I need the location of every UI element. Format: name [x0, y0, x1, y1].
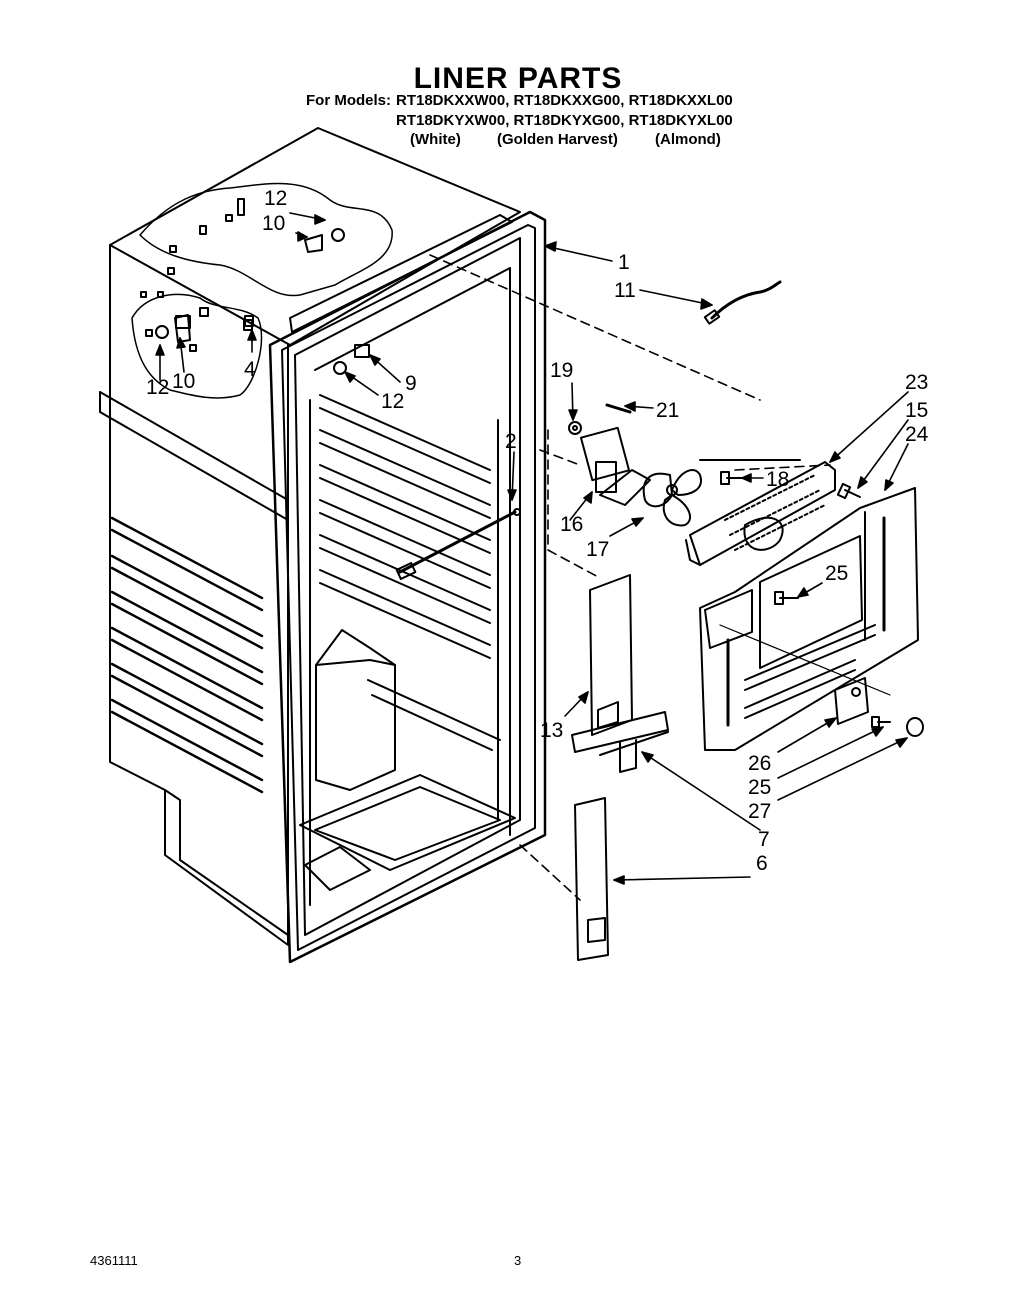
- callout-18: 18: [766, 468, 789, 491]
- page-title: LINER PARTS: [413, 62, 623, 95]
- models-row-2: RT18DKYXW00, RT18DKYXG00, RT18DKYXL00: [396, 112, 733, 129]
- callout-6: 6: [756, 852, 768, 875]
- assembly-lines: [429, 254, 831, 901]
- duct-panel-13: [589, 574, 633, 736]
- callout-9: 9: [405, 372, 417, 395]
- callout-25-lower: 25: [748, 776, 771, 799]
- screw-25-upper: [774, 591, 799, 605]
- callout-12-top: 12: [264, 187, 287, 210]
- callout-19: 19: [550, 359, 573, 382]
- callout-25-upper: 25: [825, 562, 848, 585]
- callout-27: 27: [748, 800, 771, 823]
- screw-18: [720, 471, 743, 485]
- part-11-wire: [703, 280, 782, 325]
- callout-4: 4: [244, 358, 256, 381]
- inner-liner: [299, 267, 516, 906]
- baffle-7: [571, 711, 669, 773]
- callout-16: 16: [560, 513, 583, 536]
- callout-2: 2: [505, 430, 517, 453]
- color-white: (White): [410, 131, 461, 148]
- callout-24: 24: [905, 423, 929, 446]
- callout-17: 17: [586, 538, 609, 561]
- evaporator-cover: [699, 487, 919, 751]
- callout-1: 1: [618, 251, 630, 274]
- fan-shroud: [685, 459, 836, 566]
- callout-12-left: 12: [146, 376, 169, 399]
- fan-blade: [642, 469, 702, 527]
- callout-10-left: 10: [172, 370, 195, 393]
- leader-lines: [155, 212, 909, 885]
- cabinet-hardware: [155, 228, 370, 375]
- color-golden-harvest: (Golden Harvest): [497, 131, 618, 148]
- part-2-probe: [395, 508, 521, 580]
- side-vent-slats: [110, 516, 264, 794]
- callout-12-mid: 12: [381, 390, 404, 413]
- color-almond: (Almond): [655, 131, 721, 148]
- fan-motor-assembly: [568, 403, 651, 506]
- callout-21: 21: [656, 399, 679, 422]
- liner-flange: [268, 210, 547, 964]
- models-row-1: RT18DKXXW00, RT18DKXXG00, RT18DKXXL00: [396, 92, 733, 109]
- models-label: For Models:: [306, 92, 391, 109]
- callout-15: 15: [905, 399, 928, 422]
- callout-7: 7: [758, 828, 770, 851]
- callout-10-top: 10: [262, 212, 285, 235]
- callout-13: 13: [540, 719, 563, 742]
- footer-part-code: 4361111: [90, 1253, 138, 1268]
- screw-15: [836, 482, 861, 500]
- cabinet-outer: [99, 127, 521, 946]
- callout-23: 23: [905, 371, 928, 394]
- parts-26-25-27: [834, 677, 924, 737]
- duct-6: [574, 797, 609, 961]
- callout-numbers: 1 11 2 19 21 16 17 18 23 15 24 25 13 7 6…: [146, 187, 929, 875]
- callout-11: 11: [614, 279, 636, 302]
- page-number: 3: [514, 1253, 522, 1268]
- callout-26: 26: [748, 752, 771, 775]
